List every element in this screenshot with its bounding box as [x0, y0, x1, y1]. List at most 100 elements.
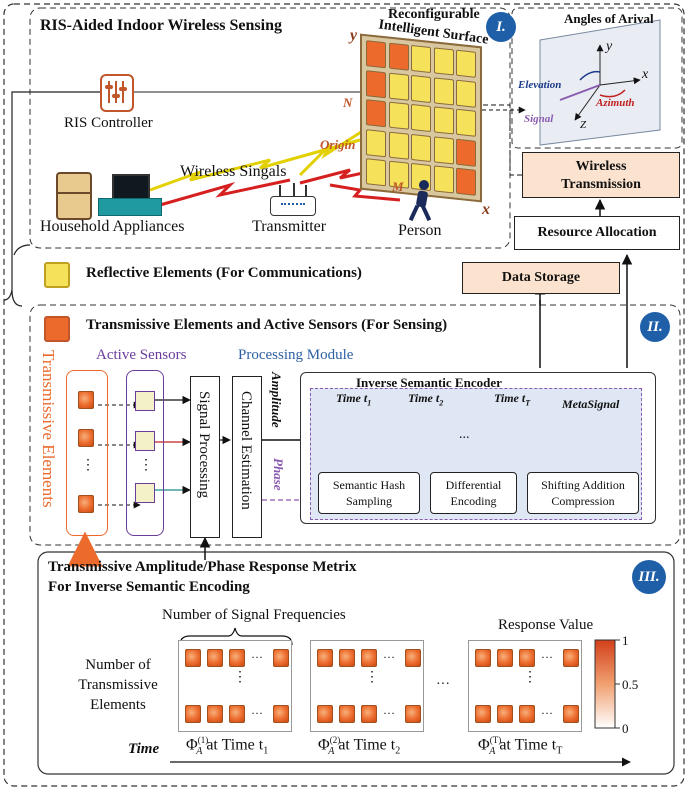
ris-cell[interactable] [366, 69, 386, 98]
ris-controller-label: RIS Controller [64, 115, 153, 131]
step2-line2: Encoding [450, 494, 497, 508]
time-axis-label: Time [128, 741, 160, 757]
fridge-icon [56, 172, 92, 220]
angles-y: y [606, 39, 613, 54]
reflective-element-icon [44, 262, 70, 288]
ris-cell[interactable] [411, 103, 431, 133]
tv-icon [112, 174, 150, 200]
matrix-cell [273, 705, 289, 723]
ris-cell[interactable] [456, 108, 476, 137]
transmissive-cell[interactable] [78, 391, 94, 409]
ris-cell[interactable] [366, 99, 386, 128]
angles-azimuth: Azimuth [596, 97, 635, 109]
section2-badge: II. [640, 312, 670, 342]
matrix-cell [405, 649, 421, 667]
signal-processing-box[interactable]: Signal Processing [190, 376, 220, 538]
matrix-vdots: ⋮ [523, 670, 537, 685]
shifting-addition-box[interactable]: Shifting Addition Compression [527, 472, 639, 514]
angles-x: x [642, 67, 649, 82]
ris-cell[interactable] [411, 133, 431, 162]
wireless-signals-label: Wireless Singals [180, 163, 287, 180]
num-freq-label: Number of Signal Frequencies [162, 607, 346, 623]
wireless-transmission-line2: Transmission [561, 177, 641, 192]
matrices-between-dots: ··· [436, 677, 450, 692]
ris-cell[interactable] [388, 101, 409, 130]
num-elem-line1: Number of [85, 657, 151, 673]
ris-cell[interactable] [456, 49, 476, 78]
angles-title: Angles of Arival [564, 11, 654, 26]
processing-module-label: Processing Module [238, 347, 354, 363]
resource-allocation-box[interactable]: Resource Allocation [514, 216, 680, 250]
section1-badge: I. [486, 12, 516, 42]
matrix-cell [207, 649, 223, 667]
response-matrix-T: ···⋮··· [468, 640, 582, 732]
differential-encoding-box[interactable]: Differential Encoding [430, 472, 517, 514]
matrix-vdots: ⋮ [365, 670, 379, 685]
active-sensors-group: ⋮ [126, 370, 164, 536]
matrix-cell [497, 649, 513, 667]
transmissive-cell[interactable] [78, 495, 94, 513]
phi2-label: Φ(2)A at Time t2 [318, 735, 401, 757]
sensor-ellipsis: ⋮ [139, 458, 153, 473]
ris-cell[interactable] [366, 128, 386, 157]
ris-cell[interactable] [411, 74, 431, 103]
ris-cell[interactable] [411, 44, 431, 74]
matrix-hdots: ··· [541, 650, 553, 664]
ris-cell[interactable] [433, 135, 454, 164]
ris-cell[interactable] [433, 165, 454, 194]
ris-axis-n: N [343, 95, 353, 110]
time2-label: Time t2 [408, 391, 444, 408]
tv-stand-icon [98, 198, 162, 216]
ris-controller-icon[interactable] [100, 74, 134, 112]
ris-label-1: Reconfigurable [388, 7, 480, 22]
phi1-label: Φ(1)A at Time t1 [186, 735, 269, 757]
matrix-cell [497, 705, 513, 723]
matrix-cell [339, 649, 355, 667]
transmissive-ellipsis: ⋮ [81, 458, 95, 473]
ris-cell[interactable] [388, 72, 409, 101]
ris-cell[interactable] [456, 138, 476, 167]
matrix-hdots: ··· [251, 706, 263, 720]
ris-cell[interactable] [433, 76, 454, 105]
ris-cell[interactable] [366, 158, 386, 187]
matrix-hdots: ··· [251, 650, 263, 664]
matrix-hdots: ··· [383, 706, 395, 720]
data-storage-box[interactable]: Data Storage [462, 262, 620, 294]
ris-cell[interactable] [433, 47, 454, 76]
section2-title: Transmissive Elements and Active Sensors… [86, 317, 448, 333]
response-matrix-2: ···⋮··· [310, 640, 424, 732]
person-icon [408, 180, 434, 222]
sensor-icon[interactable] [135, 483, 155, 503]
matrix-cell [563, 649, 579, 667]
ris-cell[interactable] [366, 40, 386, 69]
ris-cell[interactable] [388, 131, 409, 160]
ris-cell[interactable] [456, 79, 476, 108]
signal-processing-label: Signal Processing [196, 391, 212, 499]
router-icon [270, 183, 316, 216]
data-storage-label: Data Storage [501, 270, 581, 285]
sensor-icon[interactable] [135, 431, 155, 451]
matrix-cell [475, 705, 491, 723]
step1-line2: Sampling [345, 494, 392, 508]
matrix-cell [185, 705, 201, 723]
ris-cell[interactable] [433, 106, 454, 135]
household-label: Household Appliances [40, 218, 185, 235]
wireless-transmission-box[interactable]: Wireless Transmission [522, 152, 680, 198]
step2-line1: Differential [445, 478, 502, 492]
ris-cell[interactable] [456, 167, 476, 196]
matrix-cell [563, 705, 579, 723]
num-elem-line2: Transmissive [78, 677, 158, 693]
phiT-label: Φ(T)A at Time tT [478, 735, 563, 757]
encoder-title: Inverse Semantic Encoder [356, 375, 502, 390]
semantic-hash-box[interactable]: Semantic Hash Sampling [318, 472, 420, 514]
ris-cell[interactable] [388, 42, 409, 71]
channel-estimation-box[interactable]: Channel Estimation [232, 376, 262, 538]
sensor-icon[interactable] [135, 391, 155, 411]
transmissive-cell[interactable] [78, 429, 94, 447]
transmitter-label: Transmitter [252, 218, 327, 235]
ris-panel[interactable] [360, 33, 482, 203]
step3-line2: Compression [551, 494, 615, 508]
time1-label: Time t1 [336, 391, 372, 408]
colorbar-tick-0: 0 [622, 721, 629, 736]
section3-title-1: Transmissive Amplitude/Phase Response Me… [48, 559, 357, 575]
